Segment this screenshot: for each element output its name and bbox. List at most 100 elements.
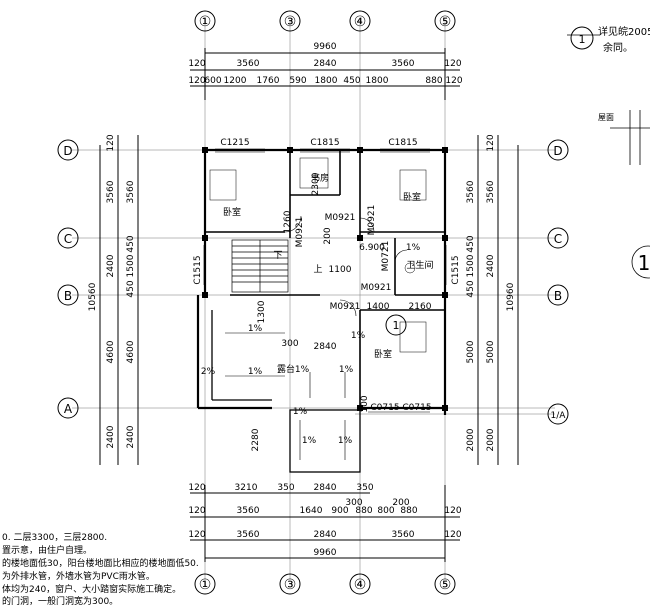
notes-block: 0. 二层3300，三层2800. 置示意，由住户自理。 的楼地面低30，阳台楼… [2,532,199,612]
note-line: 的门洞，一般门洞宽为300。 [2,595,118,607]
dim-text: 4600 [106,340,116,363]
dim-text: 5000 [466,340,476,363]
door-label: M0921 [361,283,392,293]
door-labels: M0921 M0921 M0921 M0921 M0921 M0721 [295,205,391,312]
dim-text: 3560 [106,180,116,203]
dim-text: 900 [331,506,348,516]
room-label-bedroom-e: 卧室 [374,348,392,360]
left-dimension-texts: 120 3560 2400 4600 2400 10560 3560 450 1… [88,134,203,448]
axis-bubbles [57,10,594,595]
axis-row-b-right: B [554,289,562,303]
door-label: M0921 [367,205,377,236]
slope-label: 1% [339,365,354,375]
note-line: ...... [2,607,19,612]
dim-text: 2280 [251,428,261,451]
axis-row-c-right: C [554,232,562,246]
axis-row-1a-right: 1/A [551,411,567,421]
dim-text: 120 [188,506,205,516]
dim-text: 1800 [366,76,389,86]
dim-text: 880 [425,76,442,86]
terrace-outline [211,310,361,473]
dim-text: 2840 [314,530,337,540]
slope-arrows [225,332,346,460]
dim-text: 200 [392,498,409,508]
dim-text: 3210 [235,483,258,493]
dim-text: 100 [360,395,370,412]
door-label: M0921 [295,217,305,248]
note-line: 体均为240，窗户、大小踏窗实际施工确定。 [2,583,181,595]
dim-text: 2840 [314,59,337,69]
window-label: C1215 [220,138,249,148]
dim-top-total: 9960 [314,42,337,52]
door-label: M0921 [330,302,361,312]
dim-text: 120 [188,483,205,493]
window-label: C0715 [370,403,399,413]
elevation-mark: 6.900 [359,243,385,253]
dim-text: 120 [106,134,116,151]
axis-row-c: C [64,232,72,246]
slope-label: 2% [201,367,216,377]
dim-text: 2000 [466,428,476,451]
axis-row-d-right: D [553,144,562,158]
slope-label: 1% [248,367,263,377]
window-label: C1515 [451,255,461,284]
room-label-bedroom-nw: 卧室 [223,206,241,218]
dim-text: 200 [323,227,333,244]
note-line: 0. 二层3300，三层2800. [2,532,107,543]
dim-text: 880 [355,506,372,516]
dim-text: 1200 [224,76,247,86]
room-label-bathroom: 卫生间 [406,259,433,271]
dim-bottom-total: 9960 [314,548,337,558]
section-mark-number: 1 [638,251,650,275]
dim-text: 300 [281,339,298,349]
dim-text: 120 [444,59,461,69]
legend-title: 详见皖2005 [598,25,650,38]
misc-dimension-labels: 2300 1260 1100 200 1300 300 2840 1400 21… [251,172,432,451]
axis-col-1-bottom: ① [199,577,212,593]
axis-row-d: D [63,144,72,158]
dim-text: 3560 [392,530,415,540]
legend-detail-number: 1 [579,33,586,46]
left-dimension-lines [99,135,139,465]
dim-text: 3560 [466,180,476,203]
dim-text: 880 [400,506,417,516]
slope-label: 1% [302,436,317,446]
stair-up-label: 上 [313,264,322,275]
dim-text: 1300 [257,300,267,323]
dim-text: 1640 [300,506,323,516]
dim-text: 800 [377,506,394,516]
dim-text: 1500 [466,254,476,277]
note-line: 为外排水管，外墙水管为PVC雨水管。 [2,570,155,582]
axis-col-4: ④ [354,14,367,30]
top-dimension-texts: 9960 120 3560 2840 3560 120 120 600 1200… [188,42,462,86]
dim-text: 2840 [314,483,337,493]
door-label: M0921 [325,213,356,223]
dim-text: 1260 [283,210,293,233]
dim-text: 1760 [257,76,280,86]
axis-col-4-bottom: ④ [354,577,367,593]
room-labels: 卧室 卧室 卧室 书房 卫生间 露台 下 上 [223,172,434,375]
note-line: 的楼地面低30，阳台楼地面比相应的楼地面低50. [2,557,199,569]
right-dimension-lines [477,135,519,465]
dim-text: 1500 [126,254,136,277]
window-labels: C1215 C1815 C1815 C0715 C0715 [220,138,431,413]
axis-grid [72,20,555,580]
axis-row-a: A [64,402,73,416]
slope-label: 1% [406,243,421,253]
bottom-dimension-lines [190,485,460,562]
axis-col-5: ⑤ [439,14,452,30]
dim-text: 350 [277,483,294,493]
dim-text: 2400 [486,254,496,277]
dim-text: 3560 [237,59,260,69]
dim-text: 4600 [126,340,136,363]
note-line: 置示意，由住户自理。 [2,544,92,556]
top-dimension-lines [190,48,460,100]
slope-label: 1% [293,407,308,417]
dim-text: 3560 [237,530,260,540]
dim-text: 600 [204,76,221,86]
dim-text: 2300 [311,172,321,195]
legend-fragments [567,34,650,279]
dim-text: 2160 [409,302,432,312]
axis-col-1: ① [199,14,212,30]
